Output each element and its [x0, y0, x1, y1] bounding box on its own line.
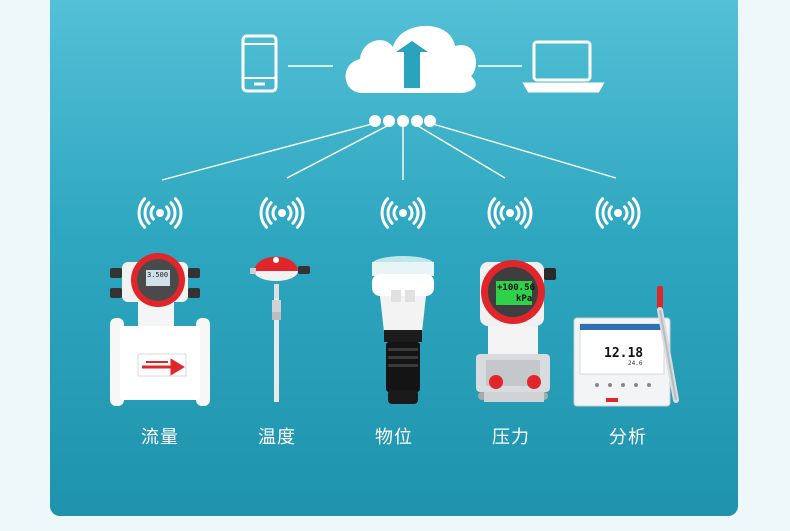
hero-panel: 3.500 [50, 0, 738, 516]
device-label-analysis: 分析 [609, 427, 647, 448]
device-label-pressure: 压力 [492, 427, 530, 448]
device-label-temperature: 温度 [258, 427, 296, 448]
hub-links [161, 123, 617, 181]
pressure-transmitter-illustration [476, 260, 556, 402]
pressure-display-unit: kPa [516, 294, 533, 304]
analyzer-display-sub: 24.6 [628, 360, 643, 367]
pressure-display-value: +100.56 [497, 283, 535, 293]
wifi-signal-icon [137, 197, 183, 229]
wifi-signal-icon [487, 197, 533, 229]
temperature-sensor-icon [250, 256, 310, 402]
flowmeter-display-value: 3.500 [147, 271, 169, 279]
wifi-signal-icon [380, 197, 426, 229]
device-label-level: 物位 [375, 427, 413, 448]
device-label-flow: 流量 [141, 427, 179, 448]
wifi-signal-icon [595, 197, 641, 229]
analyzer-illustration [573, 286, 679, 407]
cloud-upload-icon [345, 25, 476, 93]
flowmeter-illustration [110, 253, 210, 406]
analyzer-display-value: 12.18 [604, 346, 644, 361]
phone-icon [241, 34, 278, 93]
water-quality-analyzer-icon [573, 286, 679, 407]
electromagnetic-flowmeter-icon [110, 253, 210, 406]
level-meter-illustration [372, 256, 434, 404]
network-diagram [137, 25, 641, 229]
pressure-transmitter-icon [476, 260, 556, 402]
laptop-icon [522, 40, 605, 93]
temperature-sensor-illustration [250, 256, 310, 402]
wireless-signals [137, 197, 641, 229]
wifi-signal-icon [259, 197, 305, 229]
ultrasonic-level-meter-icon [372, 256, 434, 404]
